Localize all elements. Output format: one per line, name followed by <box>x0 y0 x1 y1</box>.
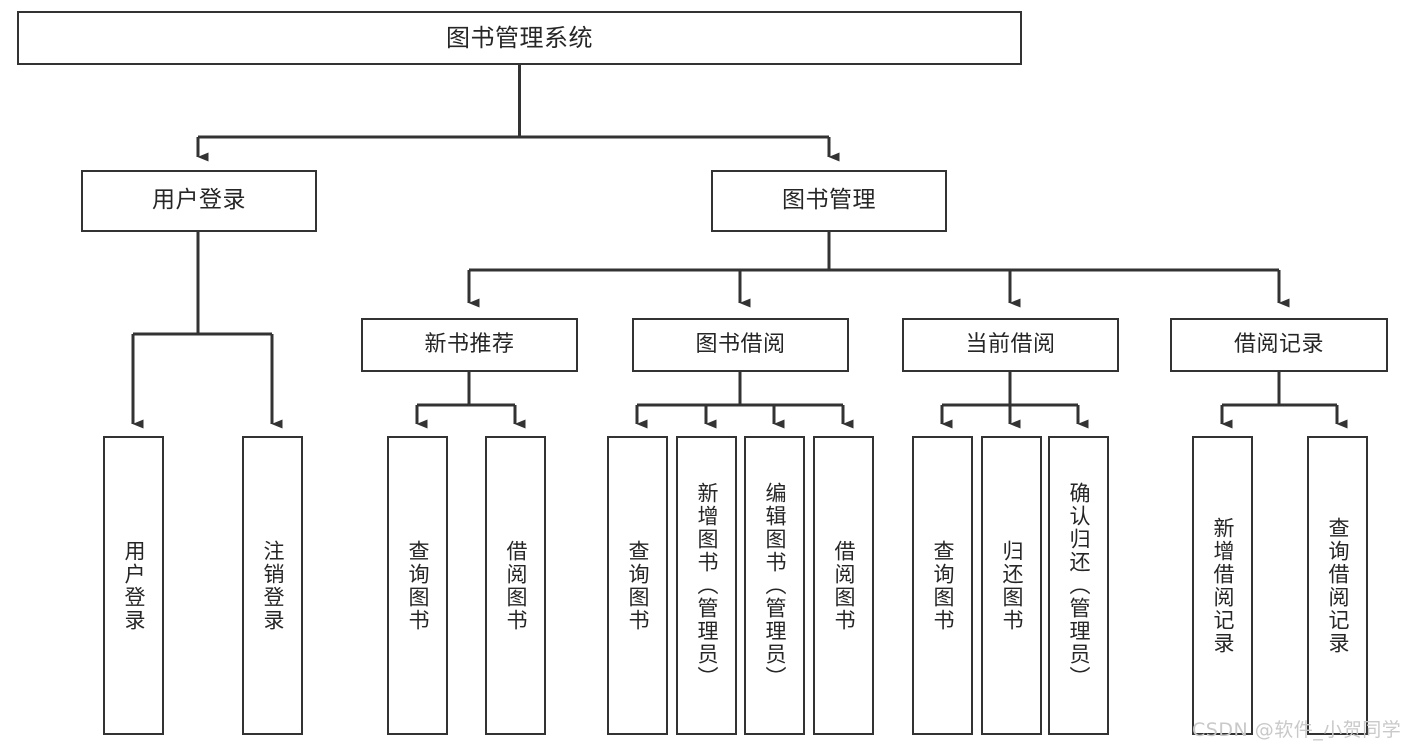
node-label: 查询借阅记录 <box>1326 516 1350 655</box>
node-label: 新增图书（管理员） <box>695 482 719 689</box>
node-root-book-management-system[interactable]: 图书管理系统 <box>17 11 1022 65</box>
node-book-management[interactable]: 图书管理 <box>711 170 947 232</box>
node-label: 确认归还（管理员） <box>1067 482 1091 689</box>
node-label: 当前借阅 <box>965 331 1056 357</box>
node-label: 查询图书 <box>406 539 430 632</box>
node-leaf-add-book-admin[interactable]: 新增图书（管理员） <box>676 436 737 735</box>
node-leaf-query-borrow-record[interactable]: 查询借阅记录 <box>1307 436 1368 735</box>
node-leaf-query-book-current[interactable]: 查询图书 <box>912 436 973 735</box>
node-label: 归还图书 <box>1000 539 1024 632</box>
node-label: 编辑图书（管理员） <box>763 482 787 689</box>
node-leaf-query-book-recommend[interactable]: 查询图书 <box>387 436 448 735</box>
node-leaf-borrow-book-recommend[interactable]: 借阅图书 <box>485 436 546 735</box>
node-leaf-query-book-borrow[interactable]: 查询图书 <box>607 436 668 735</box>
node-leaf-borrow-book[interactable]: 借阅图书 <box>813 436 874 735</box>
node-label: 注销登录 <box>261 539 285 632</box>
node-label: 图书管理系统 <box>446 23 593 52</box>
node-label: 图书管理 <box>782 187 876 214</box>
node-leaf-edit-book-admin[interactable]: 编辑图书（管理员） <box>744 436 805 735</box>
node-leaf-add-borrow-record[interactable]: 新增借阅记录 <box>1192 436 1253 735</box>
node-label: 用户登录 <box>122 539 146 632</box>
node-label: 借阅图书 <box>832 539 856 632</box>
node-leaf-user-login[interactable]: 用户登录 <box>103 436 164 735</box>
node-leaf-return-book[interactable]: 归还图书 <box>981 436 1042 735</box>
node-leaf-logout[interactable]: 注销登录 <box>242 436 303 735</box>
node-label: 借阅图书 <box>504 539 528 632</box>
node-label: 用户登录 <box>152 187 246 214</box>
node-leaf-confirm-return-admin[interactable]: 确认归还（管理员） <box>1048 436 1109 735</box>
node-label: 借阅记录 <box>1233 331 1324 357</box>
node-current-borrow[interactable]: 当前借阅 <box>902 318 1119 372</box>
node-borrow-record[interactable]: 借阅记录 <box>1170 318 1388 372</box>
node-label: 查询图书 <box>931 539 955 632</box>
node-label: 查询图书 <box>626 539 650 632</box>
node-label: 新书推荐 <box>424 331 515 357</box>
node-label: 图书借阅 <box>695 331 786 357</box>
node-book-borrow[interactable]: 图书借阅 <box>632 318 849 372</box>
node-user-login[interactable]: 用户登录 <box>81 170 317 232</box>
node-label: 新增借阅记录 <box>1211 516 1235 655</box>
node-new-book-recommend[interactable]: 新书推荐 <box>361 318 578 372</box>
